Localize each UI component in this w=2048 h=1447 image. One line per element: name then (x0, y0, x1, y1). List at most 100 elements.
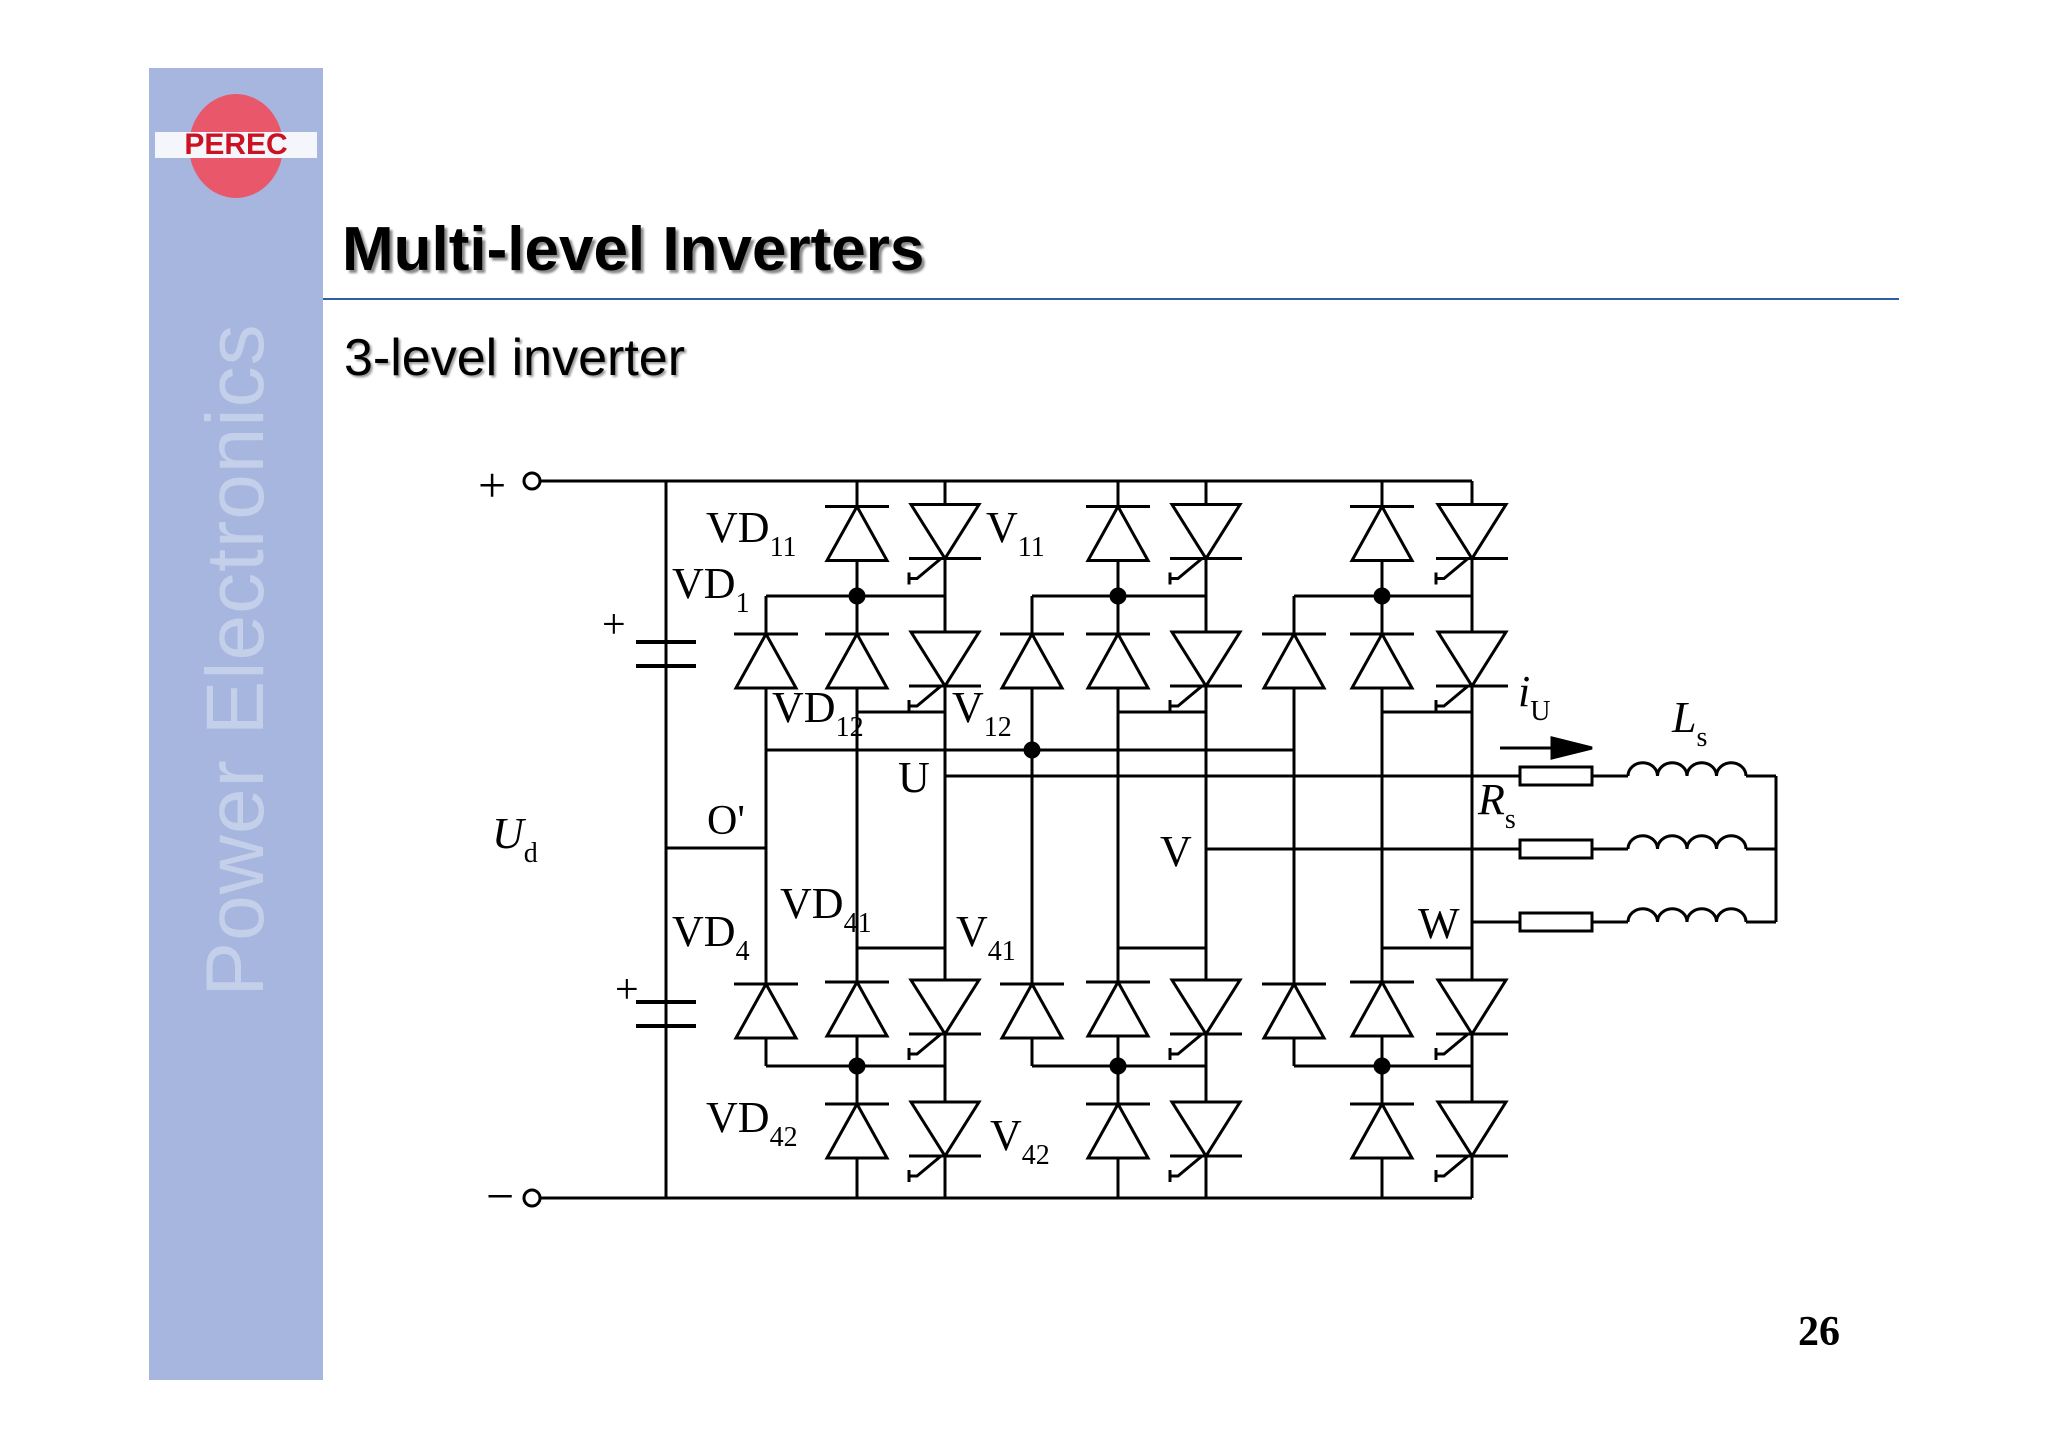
switch-gate (1436, 1154, 1469, 1178)
resistor-body (1518, 838, 1594, 860)
switch-gate (1170, 1154, 1203, 1178)
v12-label: V12 (952, 683, 1012, 743)
ud-label: Ud (492, 809, 538, 869)
diode-triangle (1349, 1100, 1415, 1160)
leg1-v-upper-inner (907, 620, 982, 712)
leg1-clamp-diode-lower (733, 970, 799, 1050)
leg2-v-upper-inner (1168, 620, 1243, 712)
page-number: 26 (1798, 1309, 1840, 1355)
switch-triangle (1169, 503, 1243, 562)
leg3-v-lower-outer (1434, 1090, 1509, 1182)
semiconductor-devices (733, 495, 1509, 1182)
phase-u-label: U (898, 753, 930, 802)
leg1-v-lower-inner (907, 966, 982, 1060)
switch-gate (1436, 557, 1469, 580)
switch-triangle (1435, 978, 1509, 1037)
phase-v-label: V (1160, 827, 1192, 876)
leg3-clamp-diode-lower (1261, 970, 1327, 1050)
leg3-v-lower-inner (1434, 966, 1509, 1060)
vd4-label: VD4 (672, 907, 750, 967)
leg2-v-lower-outer (1168, 1090, 1243, 1182)
vd41-label: VD41 (780, 879, 872, 939)
perec-logo: PEREC (155, 94, 317, 198)
load-resistor-1 (1518, 765, 1594, 787)
leg2-v-upper-outer (1168, 495, 1243, 585)
leg2-vd-lower-inner (1085, 966, 1151, 1050)
load-inductor-3 (1626, 907, 1748, 923)
leg1-vd-lower-outer (824, 1090, 890, 1170)
leg2-clamp-diode-upper (999, 620, 1065, 700)
switch-triangle (1169, 1100, 1243, 1159)
leg2-vd-upper-outer (1085, 495, 1151, 570)
load-resistor-3 (1518, 911, 1594, 933)
leg1-vd-lower-inner (824, 966, 890, 1050)
leg3-vd-upper-outer (1349, 495, 1415, 570)
phase-w-label: W (1418, 899, 1460, 948)
leg2-vd-upper-inner (1085, 620, 1151, 700)
title-divider (323, 298, 1899, 300)
lower-capacitor (636, 1000, 696, 1028)
leg3-clamp-diode-upper (1261, 620, 1327, 700)
inductor-coil (1626, 761, 1748, 777)
upper-capacitor (636, 640, 696, 668)
switch-gate (909, 1032, 942, 1056)
diode-triangle (1085, 503, 1151, 562)
switch-triangle (908, 630, 982, 689)
switch-triangle (908, 1100, 982, 1159)
slide-title: Multi-level Inverters (342, 215, 925, 284)
diode-triangle (1349, 630, 1415, 690)
switch-gate (909, 1154, 942, 1178)
vd42-label: VD42 (706, 1093, 798, 1153)
plus-terminal (522, 471, 542, 491)
leg2-clamp-diode-lower (999, 970, 1065, 1050)
sidebar-band (149, 68, 323, 1380)
rs-label: Rs (1477, 775, 1516, 835)
diode-triangle (1261, 630, 1327, 690)
leg3-v-upper-inner (1434, 620, 1509, 712)
leg1-v-upper-outer (907, 495, 982, 585)
logo-text: PEREC (184, 128, 287, 161)
switch-gate (1436, 1032, 1469, 1056)
diode-triangle (824, 1100, 890, 1160)
leg1-clamp-diode-upper (733, 620, 799, 700)
v42-label: V42 (990, 1111, 1050, 1171)
o-prime-label: O' (707, 798, 745, 844)
ls-label: Ls (1671, 693, 1707, 753)
leg1-vd-upper-inner (824, 620, 890, 700)
leg2-v-lower-inner (1168, 966, 1243, 1060)
diode-triangle (999, 630, 1065, 690)
arrow-head (1550, 736, 1593, 760)
lower-cap-plus: + (615, 967, 639, 1013)
diode-triangle (1085, 630, 1151, 690)
switch-gate (1170, 1032, 1203, 1056)
diode-triangle (1085, 1100, 1151, 1160)
diode-triangle (999, 980, 1065, 1040)
vd11-label: VD11 (706, 503, 797, 563)
vd1-label: VD1 (672, 559, 750, 619)
resistor-body (1518, 765, 1594, 787)
switch-triangle (1435, 503, 1509, 562)
minus-terminal (522, 1188, 542, 1208)
diode-triangle (1261, 980, 1327, 1040)
leg3-vd-lower-inner (1349, 966, 1415, 1050)
switch-triangle (908, 503, 982, 562)
slide-subtitle: 3-level inverter (344, 329, 686, 387)
switch-triangle (1435, 630, 1509, 689)
switch-triangle (1169, 630, 1243, 689)
leg3-v-upper-outer (1434, 495, 1509, 585)
diode-triangle (733, 980, 799, 1040)
upper-cap-plus: + (602, 602, 626, 648)
current-arrow (1500, 736, 1593, 760)
v41-label: V41 (956, 907, 1016, 967)
load-inductor-1 (1626, 761, 1748, 777)
leg3-vd-upper-inner (1349, 620, 1415, 700)
iu-label: iU (1518, 667, 1550, 727)
switch-triangle (908, 978, 982, 1037)
dc-plus-sign: + (478, 457, 506, 513)
switch-gate (909, 557, 942, 580)
passive-components (636, 640, 1748, 1028)
switch-gate (1170, 684, 1203, 708)
diode-triangle (1349, 978, 1415, 1038)
switch-gate (1436, 684, 1469, 708)
